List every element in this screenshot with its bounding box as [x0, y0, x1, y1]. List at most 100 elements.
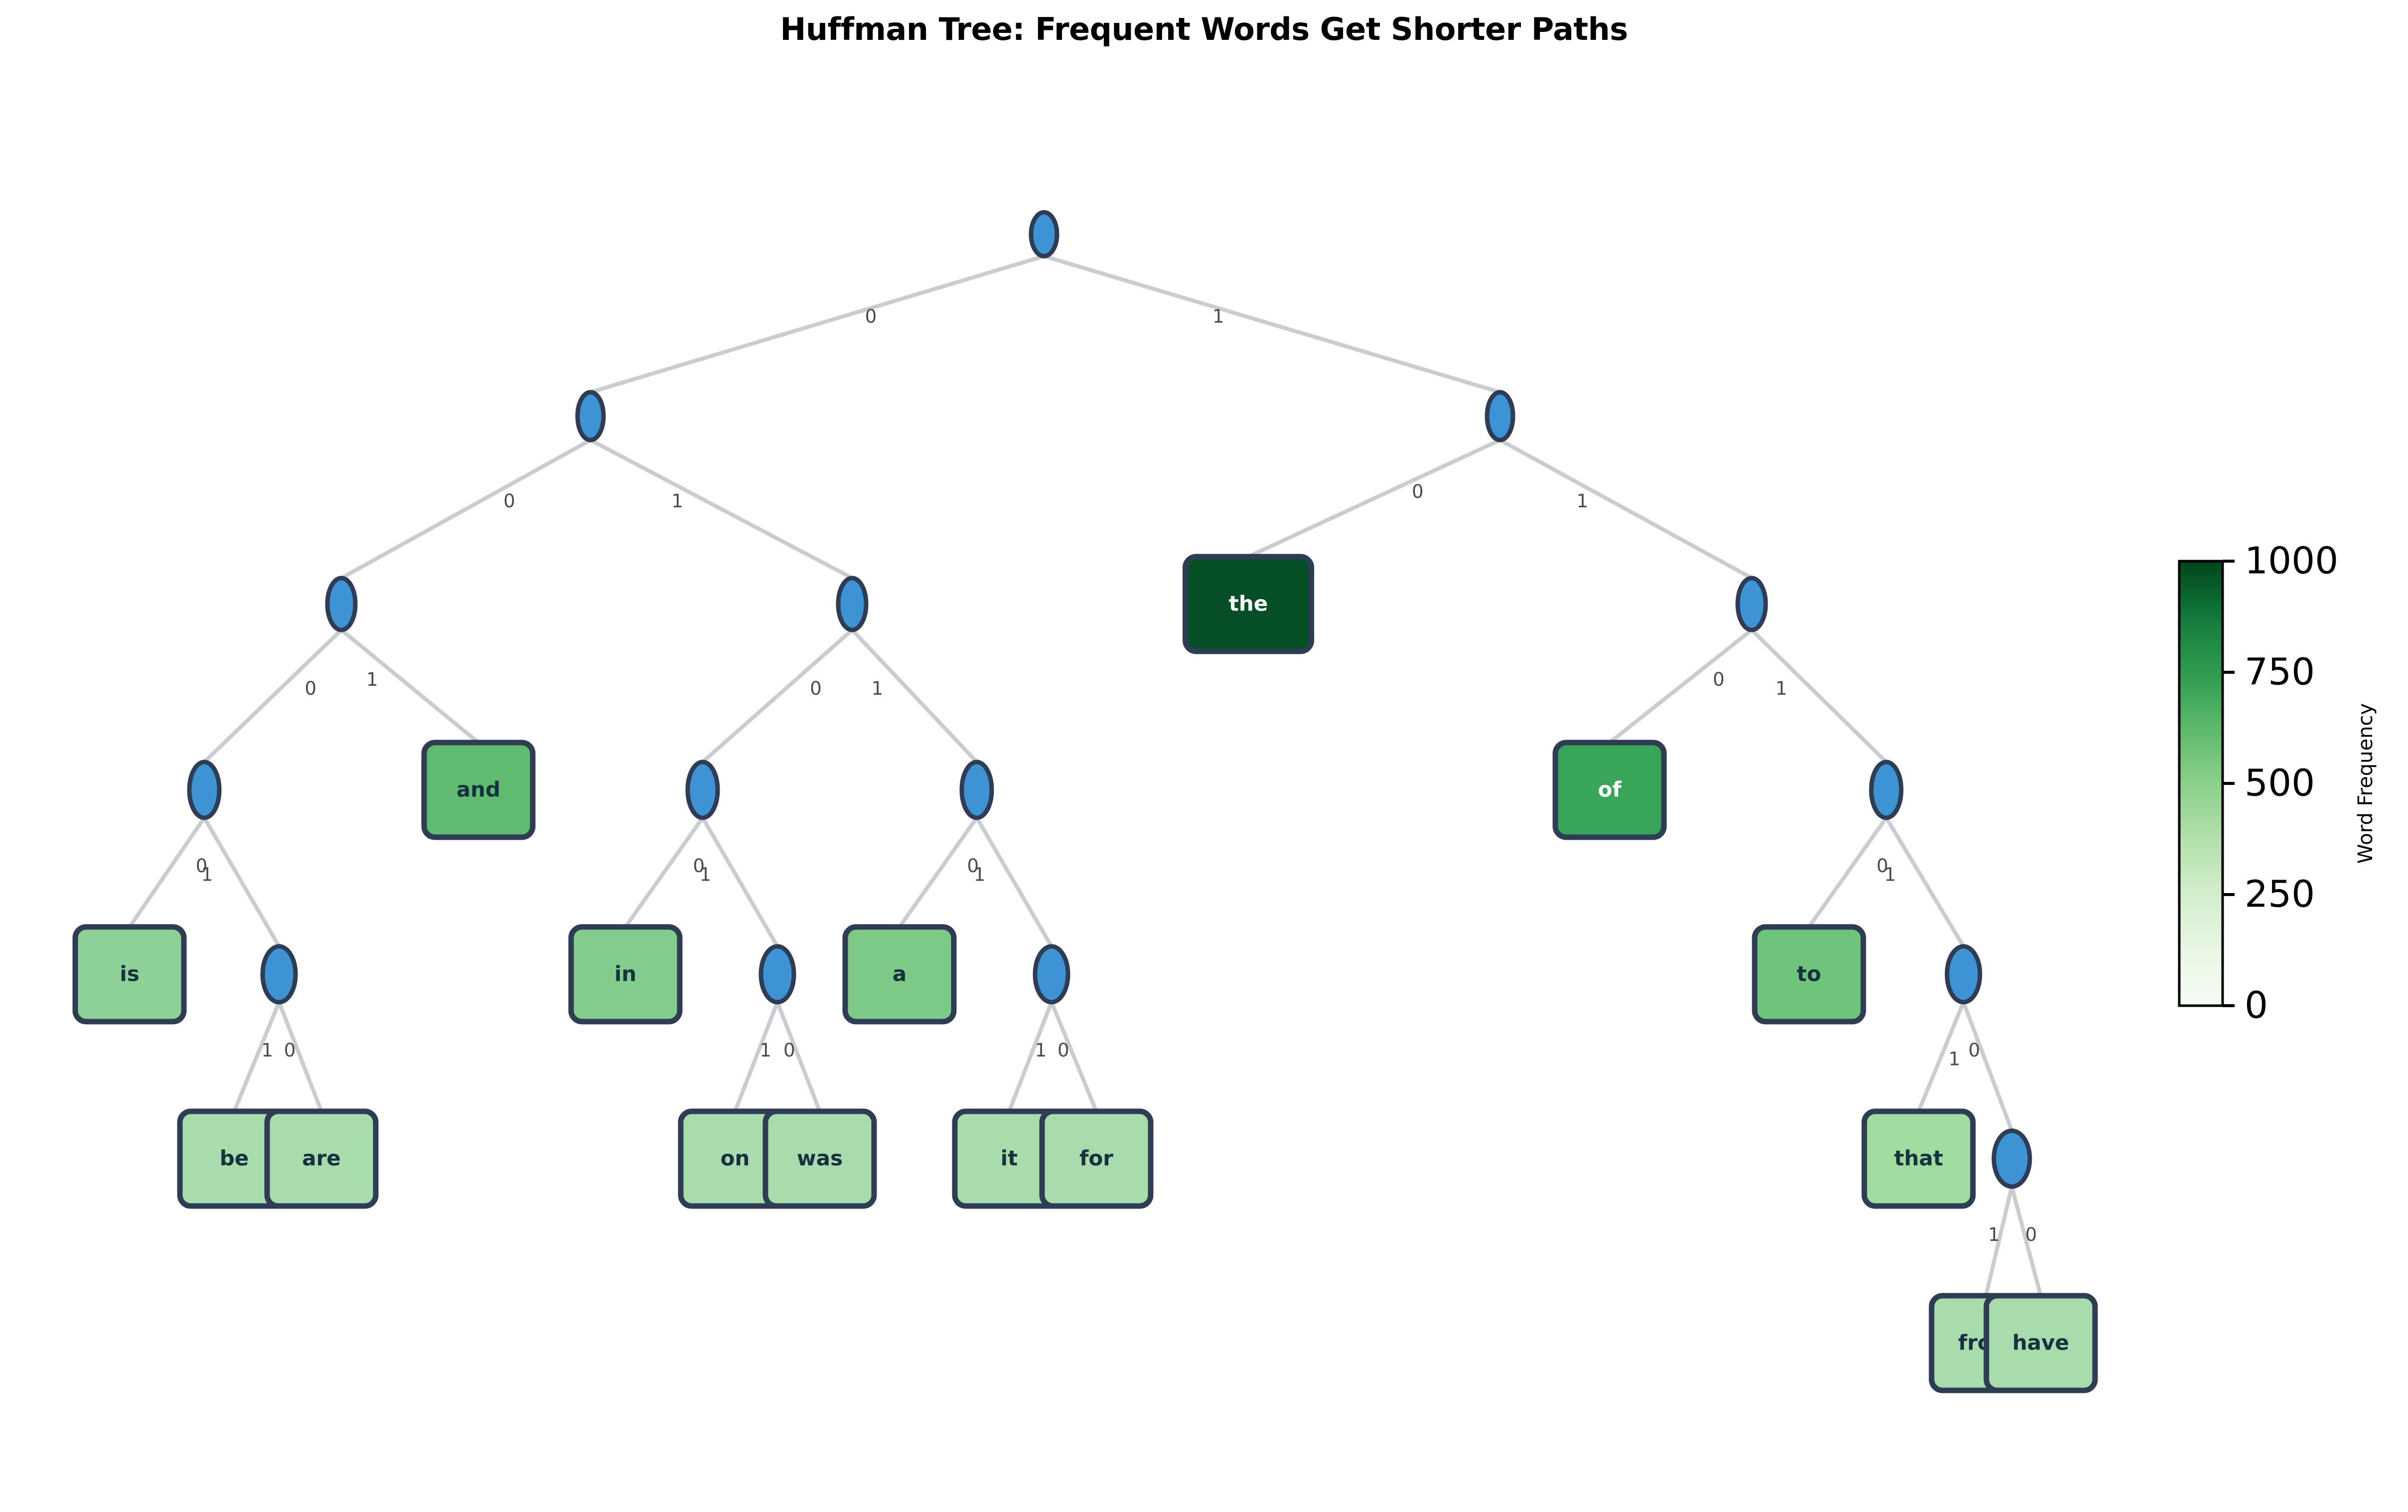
- edge-bit-label: 0: [2025, 1224, 2037, 1245]
- leaf-node-for[interactable]: for: [1039, 1108, 1154, 1209]
- tree-edge: [1984, 1185, 2014, 1298]
- edge-bit-label: 0: [1876, 855, 1888, 877]
- internal-node[interactable]: [1735, 576, 1768, 632]
- edge-bit-label: 0: [693, 855, 705, 877]
- leaf-node-was[interactable]: was: [762, 1108, 877, 1209]
- edge-bit-label: 1: [1949, 1049, 1960, 1070]
- colorbar-tick-label: 0: [2245, 984, 2268, 1027]
- tree-edge: [277, 1000, 323, 1113]
- leaf-word-label: have: [2012, 1331, 2069, 1355]
- tree-edge: [1007, 1000, 1054, 1113]
- leaf-node-the[interactable]: the: [1183, 554, 1314, 654]
- colorbar-tick-label: 750: [2245, 651, 2315, 694]
- leaf-word-label: was: [797, 1146, 843, 1171]
- leaf-word-label: on: [721, 1146, 750, 1171]
- leaf-word-label: be: [220, 1146, 249, 1171]
- internal-node[interactable]: [325, 576, 358, 632]
- edge-bit-label: 1: [261, 1040, 273, 1061]
- internal-node[interactable]: [1991, 1128, 2032, 1189]
- edge-bit-label: 0: [1968, 1040, 1980, 1061]
- edge-bit-label: 0: [196, 855, 208, 877]
- internal-node[interactable]: [1485, 390, 1515, 443]
- edge-bit-label: 1: [1884, 864, 1896, 886]
- tree-edge: [775, 1000, 822, 1113]
- leaf-node-a[interactable]: a: [842, 924, 957, 1025]
- internal-node[interactable]: [758, 944, 796, 1005]
- colorbar-tick-label: 250: [2245, 873, 2315, 916]
- tree-edge: [202, 816, 281, 948]
- edge-bit-label: 1: [974, 864, 986, 886]
- leaf-node-of[interactable]: of: [1552, 740, 1667, 840]
- leaf-word-label: the: [1229, 592, 1268, 616]
- tree-edge: [1042, 254, 1502, 394]
- colorbar-tick-label: 500: [2245, 762, 2315, 805]
- leaf-node-is[interactable]: is: [72, 924, 187, 1025]
- leaf-node-that[interactable]: that: [1861, 1108, 1976, 1209]
- internal-node[interactable]: [260, 944, 298, 1005]
- edge-bit-label: 1: [201, 864, 213, 886]
- internal-node[interactable]: [1033, 944, 1070, 1005]
- leaf-box: [72, 924, 187, 1025]
- edge-bit-label: 1: [1212, 305, 1224, 327]
- leaf-box: [1861, 1108, 1976, 1209]
- colorbar-axis-label: Word Frequency: [2354, 703, 2377, 864]
- tree-edge: [1050, 1000, 1098, 1113]
- leaf-box: [1183, 554, 1314, 654]
- edge-bit-label: 1: [759, 1040, 771, 1061]
- edge-bit-label: 1: [1776, 678, 1788, 699]
- leaf-node-in[interactable]: in: [568, 924, 683, 1025]
- tree-edge: [1608, 628, 1754, 745]
- leaf-box: [568, 924, 683, 1025]
- tree-edge: [701, 816, 779, 948]
- leaf-word-label: it: [1001, 1146, 1018, 1171]
- tree-edges-layer: [128, 254, 2043, 1298]
- tree-edge: [623, 816, 705, 929]
- internal-node[interactable]: [959, 759, 994, 820]
- internal-node[interactable]: [1869, 759, 1904, 820]
- leaf-box: [1039, 1108, 1154, 1209]
- leaf-word-label: for: [1079, 1146, 1113, 1171]
- edge-bit-label: 0: [1713, 669, 1725, 690]
- tree-edge: [1498, 438, 1754, 580]
- leaf-node-and[interactable]: and: [421, 740, 536, 840]
- leaf-box: [762, 1108, 877, 1209]
- tree-edge: [1750, 628, 1888, 764]
- colorbar-tick-label: 1000: [2245, 540, 2338, 583]
- edge-bit-label: 1: [1576, 490, 1588, 512]
- leaf-box: [1752, 924, 1866, 1025]
- internal-node[interactable]: [1029, 210, 1059, 259]
- edge-bit-label: 0: [1412, 481, 1424, 502]
- internal-node[interactable]: [685, 759, 720, 820]
- tree-edge: [1246, 438, 1502, 559]
- leaf-node-to[interactable]: to: [1752, 924, 1866, 1025]
- edge-bit-label: 0: [865, 305, 877, 327]
- edge-bit-label: 0: [810, 678, 822, 699]
- edge-bit-label: 0: [284, 1040, 296, 1061]
- tree-edge: [2010, 1185, 2043, 1298]
- internal-node[interactable]: [1945, 944, 1982, 1005]
- colorbar-gradient: [2179, 561, 2223, 1006]
- leaf-word-label: of: [1598, 777, 1622, 802]
- tree-edge: [232, 1000, 281, 1113]
- leaf-node-have[interactable]: have: [1983, 1293, 2098, 1393]
- tree-edge: [589, 254, 1046, 394]
- edge-bit-label: 0: [304, 678, 316, 699]
- leaf-word-label: and: [456, 777, 500, 802]
- internal-node[interactable]: [187, 759, 222, 820]
- leaf-word-label: are: [302, 1146, 341, 1171]
- internal-node[interactable]: [575, 390, 606, 443]
- leaf-box: [421, 740, 536, 840]
- tree-edge: [1917, 1000, 1965, 1113]
- edge-bit-label: 1: [700, 864, 712, 886]
- leaf-word-label: in: [614, 962, 636, 986]
- tree-edge: [1961, 1000, 2014, 1133]
- tree-edge: [202, 628, 343, 764]
- leaf-node-are[interactable]: are: [264, 1108, 379, 1209]
- tree-nodes-layer: theandofisinatobeareonwasitforthatfromha…: [72, 210, 2098, 1393]
- tree-edge: [898, 816, 979, 929]
- edge-bit-label: 0: [783, 1040, 795, 1061]
- internal-node[interactable]: [836, 576, 869, 632]
